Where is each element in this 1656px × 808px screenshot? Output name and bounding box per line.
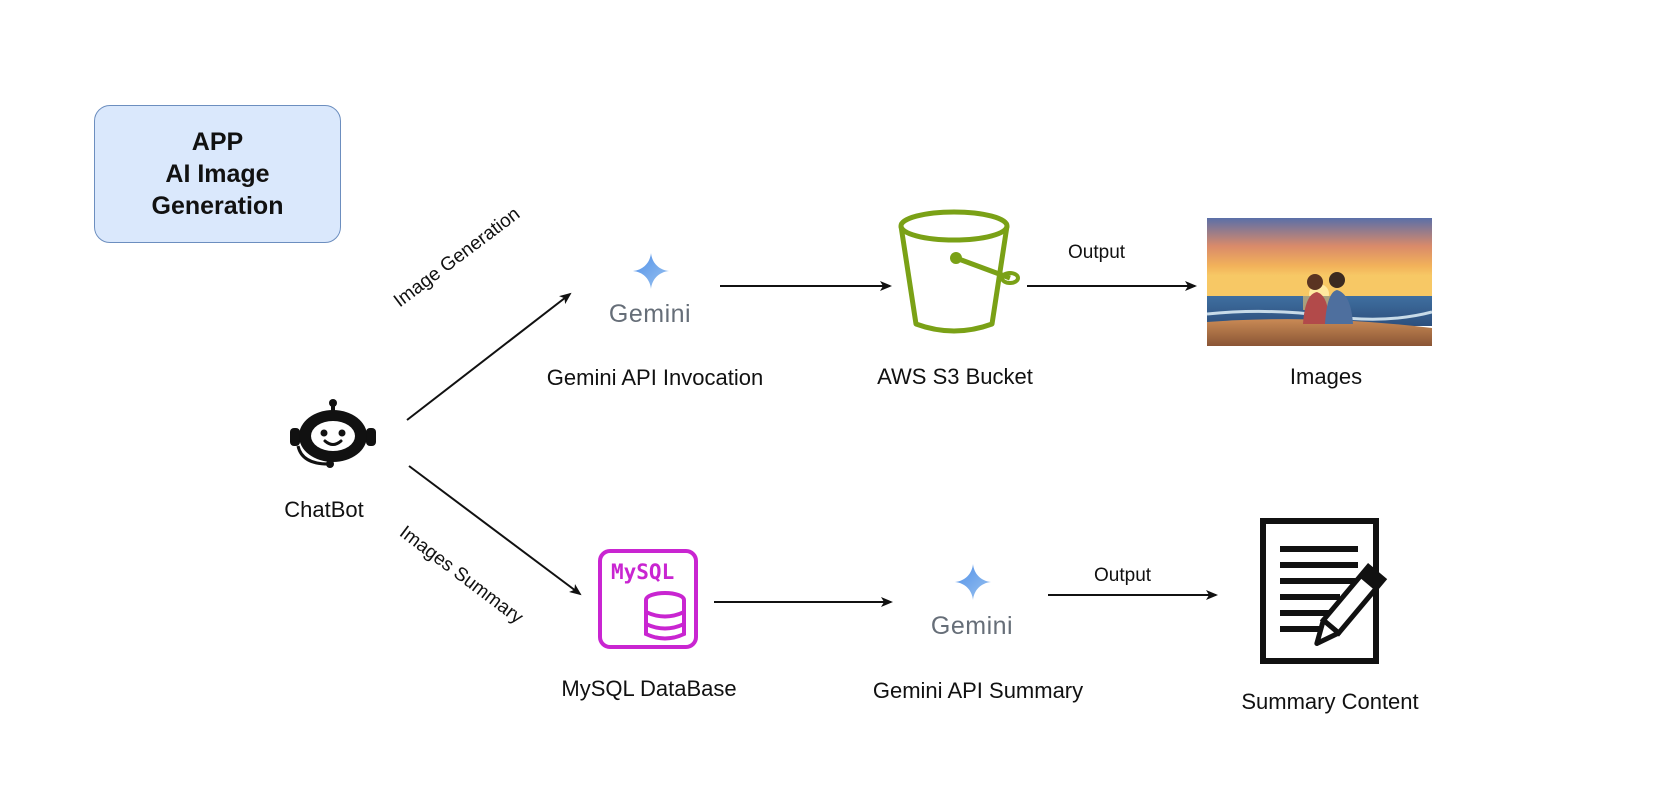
gemini-logo-text-bottom: Gemini — [930, 612, 1014, 640]
gemini-summary-label: Gemini API Summary — [872, 678, 1084, 703]
mysql-label: MySQL DataBase — [561, 676, 737, 701]
sunset-couple-image — [1207, 218, 1432, 346]
app-title-line1: APP — [191, 128, 244, 156]
mysql-logo-text: MySQL — [611, 560, 675, 584]
edge-label-output-top: Output — [1068, 242, 1126, 263]
summary-content-label: Summary Content — [1241, 689, 1419, 714]
app-title-line2: AI Image — [165, 160, 270, 188]
document-pen-icon — [1260, 518, 1388, 664]
arrow-chatbot-to-gemini — [406, 292, 572, 421]
gemini-sparkle-icon — [955, 564, 991, 600]
bucket-icon — [898, 209, 1020, 334]
gemini-sparkle-icon — [633, 253, 669, 289]
edge-label-output-bottom: Output — [1094, 565, 1152, 586]
app-title-line3: Generation — [151, 192, 284, 220]
database-icon — [598, 549, 698, 649]
images-label: Images — [1289, 364, 1363, 389]
robot-head-icon — [290, 399, 376, 468]
s3-label: AWS S3 Bucket — [877, 364, 1033, 389]
gemini-logo-text-top: Gemini — [608, 300, 692, 328]
chatbot-label: ChatBot — [284, 497, 364, 522]
arrow-chatbot-to-mysql — [408, 465, 582, 596]
gemini-invocation-label: Gemini API Invocation — [546, 365, 764, 390]
app-title-box: APP AI Image Generation — [94, 105, 341, 243]
